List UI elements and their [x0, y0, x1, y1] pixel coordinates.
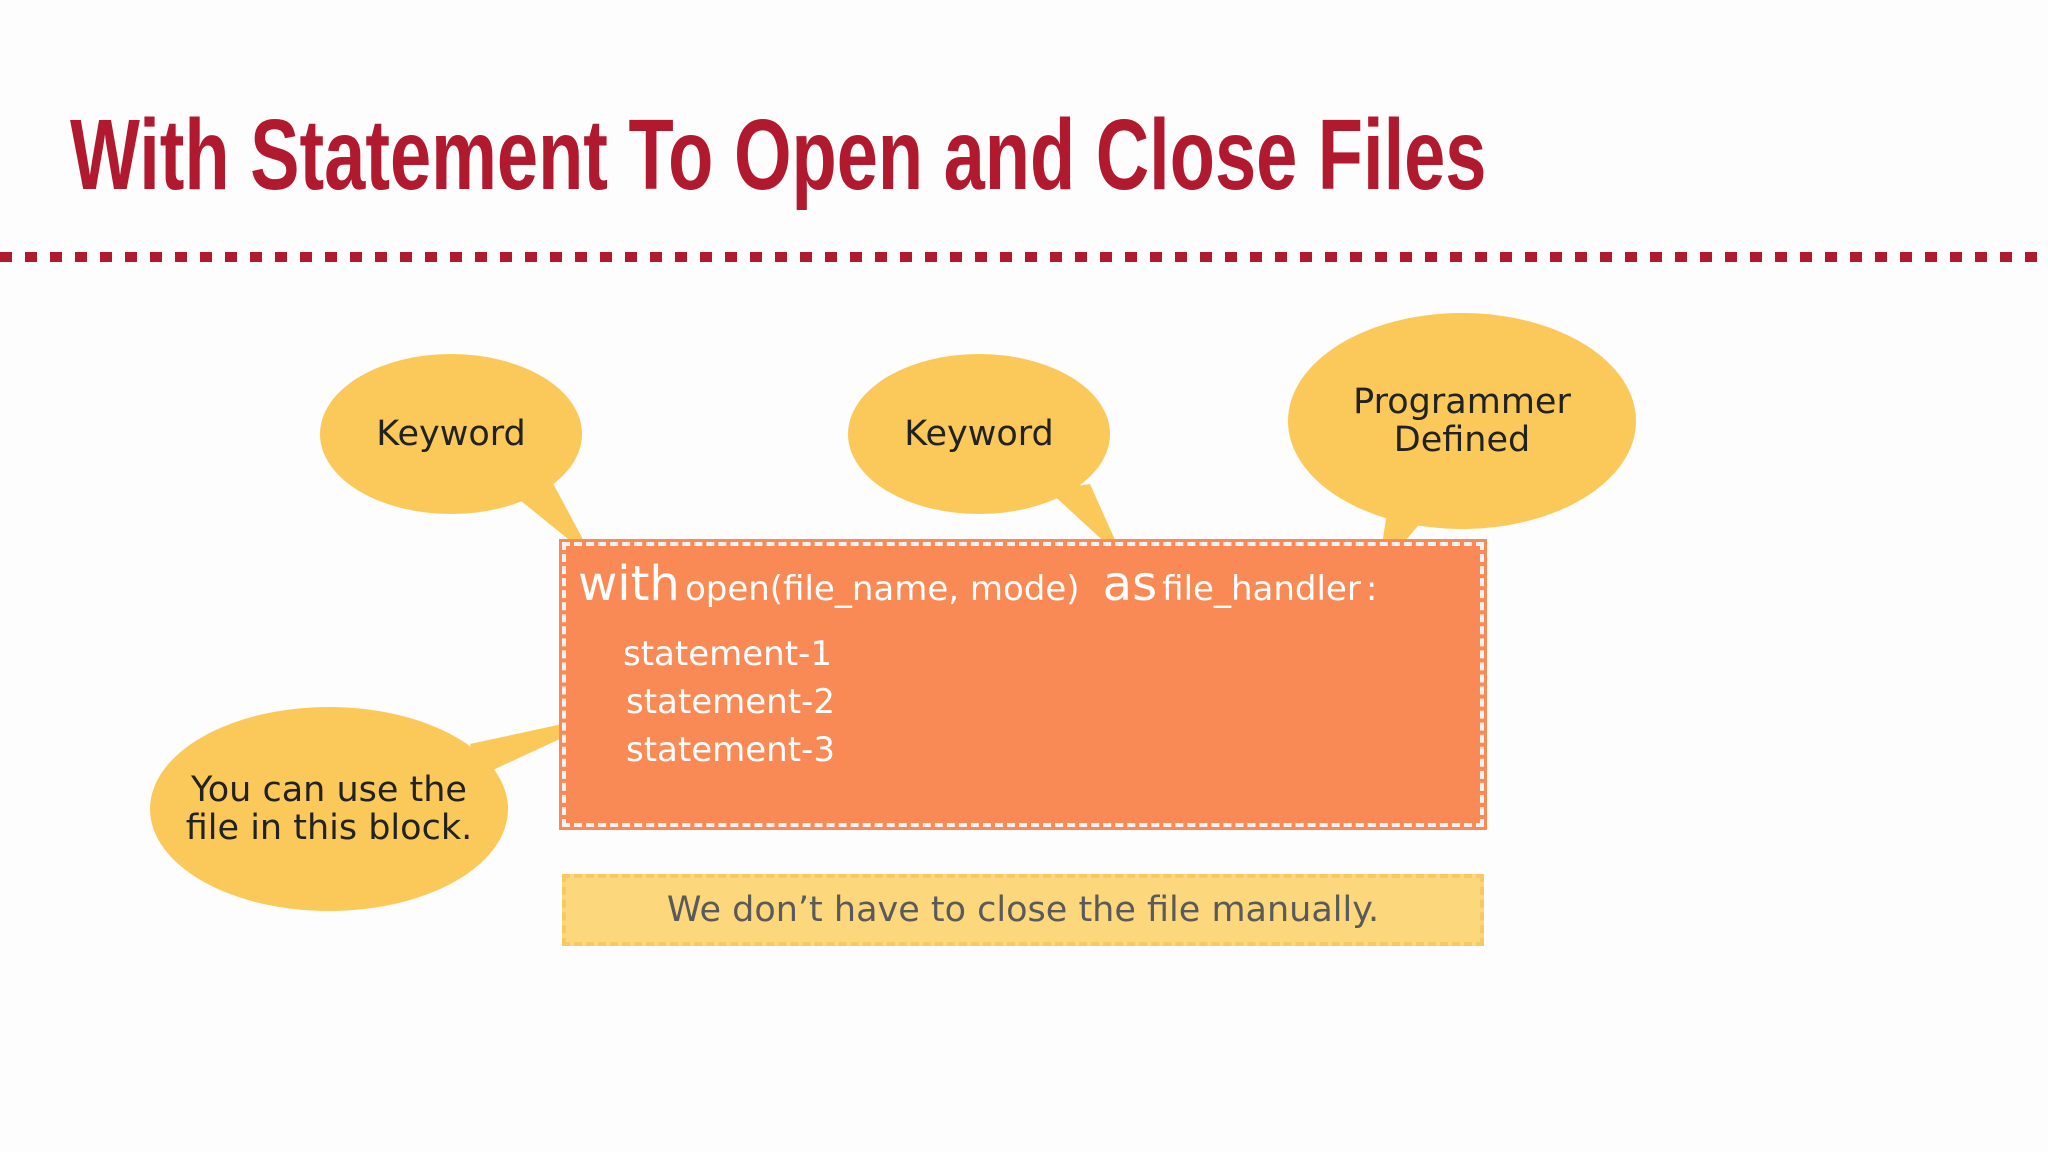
file-handler: file_handler [1162, 569, 1361, 609]
with-statement-line: with open(file_name, mode) as file_handl… [578, 556, 1377, 612]
callout-block-text: You can use the file in this block. [185, 769, 473, 848]
callout-handler-text: Programmer Defined [1353, 381, 1571, 460]
title-divider [0, 252, 2048, 262]
slide-title: With Statement To Open and Close Files [70, 99, 1487, 211]
callout-handler: Programmer Defined [1288, 313, 1636, 529]
callout-block: You can use the file in this block. [150, 707, 508, 911]
callout-with-keyword: Keyword [320, 354, 582, 514]
note-box: We don’t have to close the file manually… [562, 874, 1484, 946]
with-keyword: with [578, 556, 680, 612]
callout-as-keyword: Keyword [848, 354, 1110, 514]
statement-2: statement-2 [626, 682, 835, 722]
statement-1: statement-1 [623, 634, 832, 674]
colon: : [1365, 569, 1378, 609]
as-keyword: as [1102, 556, 1158, 612]
note-text: We don’t have to close the file manually… [666, 890, 1380, 930]
callout-as-keyword-text: Keyword [904, 413, 1054, 454]
pointer-as-keyword [1048, 484, 1124, 560]
statement-3: statement-3 [626, 730, 835, 770]
open-call: open(file_name, mode) [684, 569, 1080, 609]
callout-with-keyword-text: Keyword [376, 413, 526, 454]
code-block: with open(file_name, mode) as file_handl… [559, 539, 1487, 830]
